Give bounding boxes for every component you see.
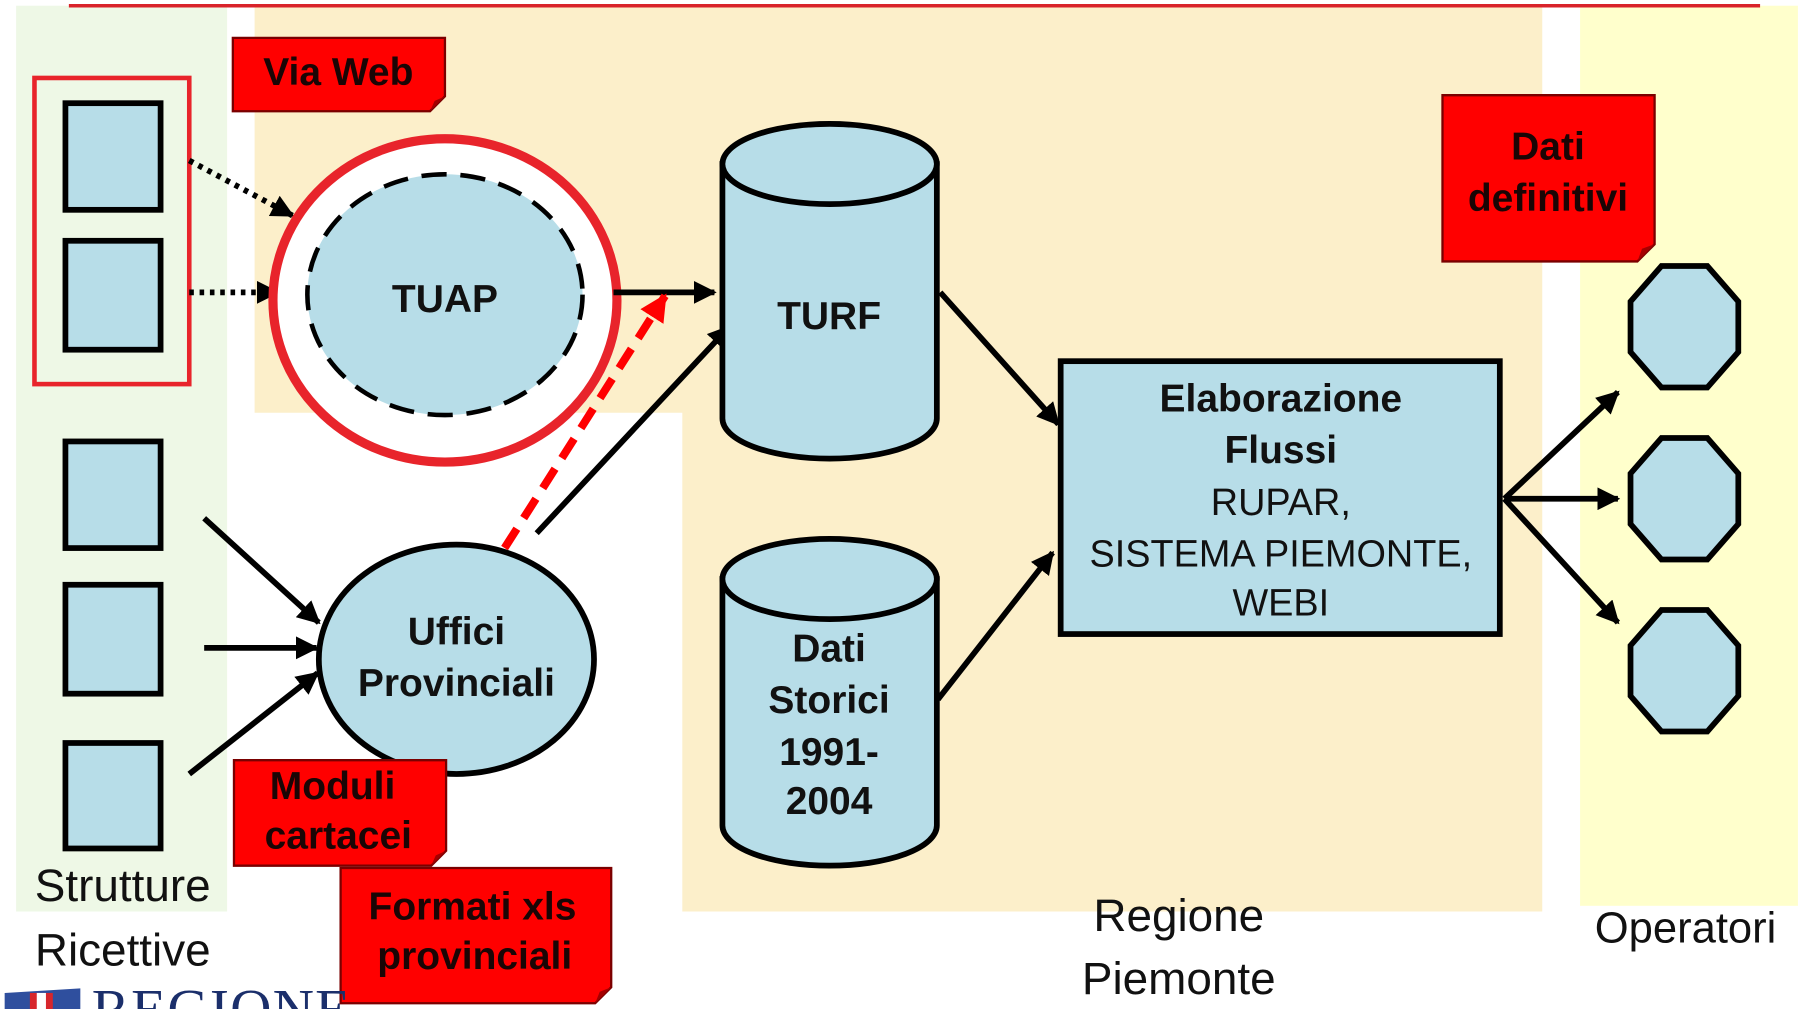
turf-node: TURF: [719, 120, 940, 462]
operatore-node-1: [1627, 263, 1742, 391]
elaborazione-detail-line-1: RUPAR,: [1211, 482, 1351, 524]
callout-via-web: Via Web: [231, 36, 447, 113]
callout-formati-xls-fold: [595, 987, 612, 1004]
callout-via-web-text: Via Web: [263, 51, 413, 94]
dati-storici-cylinder-top: [719, 536, 940, 623]
struttura-box-web-1: [62, 100, 164, 213]
operatore-node-3: [1627, 607, 1742, 735]
dati-storici-cylinder-body: [719, 576, 940, 869]
elaborazione-detail-line-3: WEBI: [1232, 583, 1329, 625]
callout-moduli-cartacei-fold: [431, 850, 447, 866]
elaborazione-title-line-2: Flussi: [1225, 429, 1338, 472]
struttura-box-paper-1: [62, 438, 164, 551]
callout-moduli-cartacei: Moduli cartacei: [232, 759, 448, 867]
regione-piemonte-label-line-2: Piemonte: [1082, 952, 1276, 1004]
callout-via-web-fold: [430, 96, 445, 112]
regione-logo-text: REGIONE: [92, 978, 352, 1009]
arrow-struttura-1-to-tuap: [187, 157, 295, 219]
elaborazione-box: [1057, 358, 1503, 637]
callout-formati-xls-line-2: provinciali: [377, 935, 572, 978]
arrow-elaborazione-to-operatore-1: [1502, 390, 1620, 501]
turf-label: TURF: [777, 295, 881, 338]
callout-dati-definitivi-fold: [1637, 244, 1655, 262]
callout-formati-xls-line-1: Formati xls: [369, 886, 577, 929]
dati-storici-label-line-2: Storici: [768, 679, 889, 722]
arrow-struttura-3-to-uffici: [202, 516, 321, 625]
dati-storici-node: Dati Storici 1991- 2004: [719, 536, 940, 869]
arrow-turf-to-elaborazione: [938, 290, 1061, 427]
operatore-node-2: [1627, 435, 1742, 563]
regione-logo: REGIONE: [4, 978, 352, 1009]
arrow-elaborazione-to-operatore-3: [1502, 496, 1621, 625]
tuap-node: [305, 171, 585, 418]
operatori-label: Operatori: [1595, 904, 1777, 952]
dati-storici-label-line-4: 2004: [786, 780, 873, 823]
callout-formati-xls: Formati xls provinciali: [339, 866, 613, 1005]
arrow-struttura-5-to-uffici: [187, 670, 320, 777]
regione-emblem-bar: [36, 992, 46, 1009]
tuap-label: TUAP: [392, 278, 498, 321]
turf-cylinder-body: [719, 161, 940, 462]
arrow-dati-storici-to-elaborazione: [935, 550, 1055, 702]
struttura-box-paper-3: [62, 740, 164, 852]
dati-storici-label-line-3: 1991-: [779, 731, 879, 774]
web-strutture-highlight: [32, 75, 192, 387]
arrow-uffici-to-turf: [534, 324, 732, 536]
elaborazione-title-line-1: Elaborazione: [1160, 378, 1403, 421]
dati-storici-label-line-1: Dati: [792, 628, 866, 671]
callout-moduli-cartacei-line-1: Moduli: [270, 765, 396, 808]
strutture-ricettive-label-line-1: Strutture: [35, 859, 211, 911]
elaborazione-flussi-node: Elaborazione Flussi RUPAR, SISTEMA PIEMO…: [1057, 358, 1503, 637]
callout-dati-definitivi-line-2: definitivi: [1468, 177, 1628, 220]
uffici-provinciali-node: [315, 541, 597, 777]
callout-moduli-cartacei-line-2: cartacei: [265, 814, 412, 857]
regione-piemonte-label-line-1: Regione: [1093, 889, 1264, 941]
strutture-ricettive-label-line-2: Ricettive: [35, 923, 211, 975]
uffici-provinciali-label-line-1: Uffici: [408, 610, 505, 653]
callout-dati-definitivi: Dati definitivi: [1441, 94, 1656, 263]
turf-cylinder-top: [719, 120, 940, 207]
callout-dati-definitivi-line-1: Dati: [1511, 125, 1585, 168]
elaborazione-detail-line-2: SISTEMA PIEMONTE,: [1090, 533, 1473, 575]
arrow-uffici-to-tuap-dashed: [501, 293, 669, 551]
struttura-box-web-2: [62, 237, 164, 353]
struttura-box-paper-2: [62, 581, 164, 697]
uffici-provinciali-label-line-2: Provinciali: [358, 662, 555, 705]
